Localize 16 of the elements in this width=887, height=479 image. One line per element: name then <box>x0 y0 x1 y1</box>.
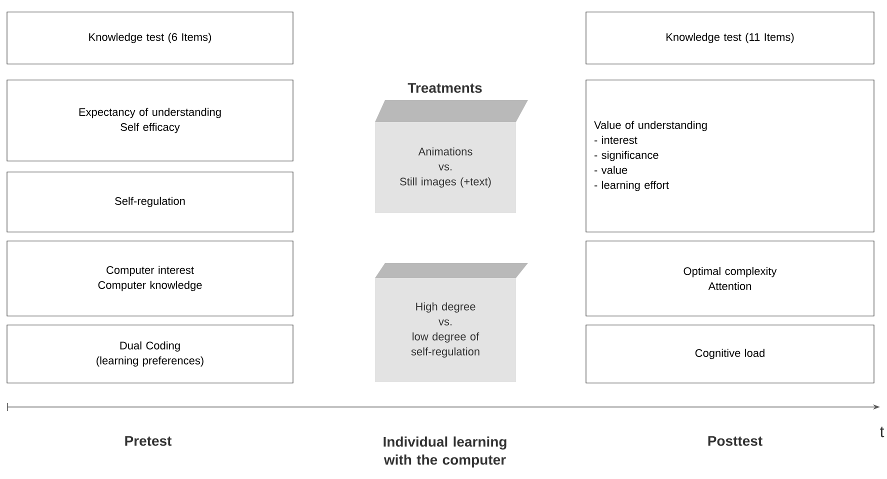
phase-label: Individual learning with the computer <box>384 436 506 468</box>
measure-box: Expectancy of understanding Self efficacy <box>6 80 294 162</box>
measure-box: Self-regulation <box>6 172 294 232</box>
measure-box: Knowledge test (6 Items) <box>6 12 294 64</box>
treatment-block: High degree vs. low degree of self-regulation <box>375 263 528 382</box>
phase-label: Pretest <box>125 436 172 446</box>
phase-label: Posttest <box>708 436 762 446</box>
measure-box: Cognitive load <box>586 324 874 384</box>
section-heading: Treatments <box>408 83 482 93</box>
measure-box: Dual Coding (learning preferences) <box>6 324 294 384</box>
measure-box: Value of understanding - interest - significance - value - learning effort <box>586 80 874 232</box>
axis-label: t <box>880 426 884 438</box>
measure-box: Knowledge test (11 Items) <box>586 12 874 64</box>
measure-box: Optimal complexity Attention <box>586 240 874 316</box>
treatment-block: Animations vs. Still images (+text) <box>375 100 528 213</box>
measure-box: Computer interest Computer knowledge <box>6 240 294 316</box>
